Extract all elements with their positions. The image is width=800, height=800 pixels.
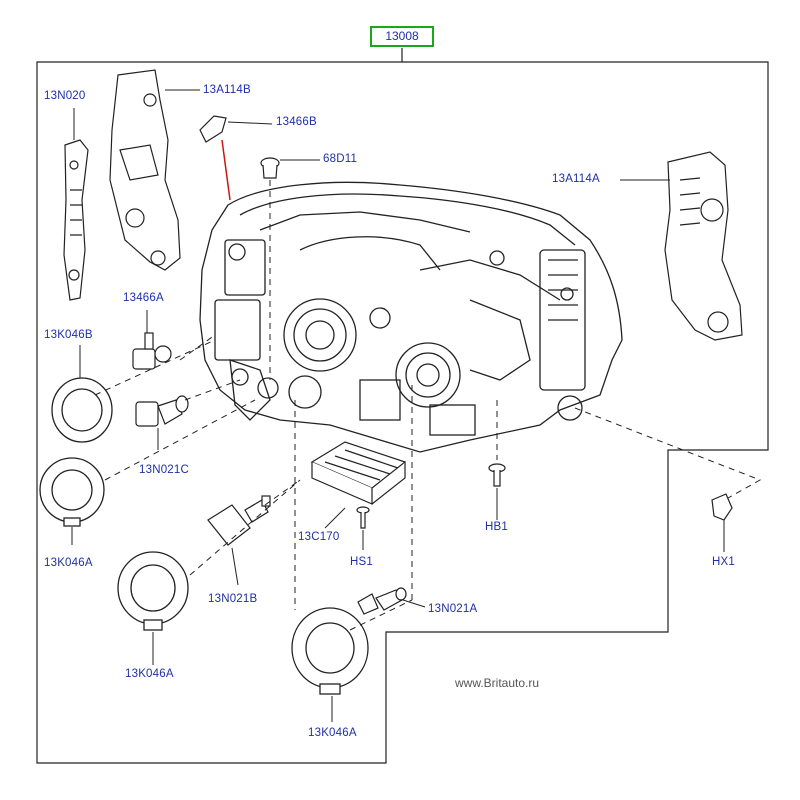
label-13N021A: 13N021A <box>428 603 478 615</box>
headlamp-housing <box>199 181 623 453</box>
part-HS1-screw <box>356 506 370 529</box>
label-13C170: 13C170 <box>298 531 340 543</box>
label-13N021C: 13N021C <box>139 464 189 476</box>
label-13N020: 13N020 <box>44 90 86 102</box>
part-13N021B-bulb <box>207 495 271 546</box>
label-13K046B: 13K046B <box>44 329 93 341</box>
part-68D11-plug <box>260 157 280 179</box>
label-13K046A-1: 13K046A <box>44 557 93 569</box>
label-13466B: 13466B <box>276 116 317 128</box>
label-HX1: HX1 <box>712 556 735 568</box>
part-13C170-module <box>310 441 407 505</box>
label-HS1: HS1 <box>350 556 373 568</box>
part-13N021A-bulb <box>357 587 407 615</box>
label-HB1: HB1 <box>485 521 508 533</box>
headlamp-sockets <box>228 243 461 409</box>
leader-lines <box>71 89 725 722</box>
part-HX1-clip <box>711 493 733 521</box>
label-13A114B: 13A114B <box>203 84 251 96</box>
watermark-text: www.Britauto.ru <box>455 676 540 690</box>
part-13A114B-bracket <box>109 69 181 271</box>
label-13N021B: 13N021B <box>208 593 258 605</box>
part-13K046A-cap-3 <box>291 607 369 695</box>
part-13A114A-bracket <box>664 151 743 341</box>
assembly-frame <box>36 48 769 764</box>
part-13466B-gasket <box>199 115 227 143</box>
part-13K046A-cap-1 <box>39 457 105 527</box>
reference-number-box: 13008 <box>370 26 434 47</box>
part-13N020-strip <box>63 139 89 301</box>
label-13A114A: 13A114A <box>552 173 600 185</box>
label-13K046A-2: 13K046A <box>125 668 174 680</box>
part-13466A-bulb <box>132 332 172 370</box>
label-68D11: 68D11 <box>323 153 358 165</box>
label-13K046A-3: 13K046A <box>308 727 357 739</box>
red-leader-line <box>221 139 231 201</box>
part-13N021C-bulb <box>135 395 189 427</box>
part-13K046A-cap-2 <box>117 551 189 631</box>
label-13466A: 13466A <box>123 292 164 304</box>
dashed-axes <box>94 180 762 631</box>
part-13K046B-cap <box>51 377 113 443</box>
part-HB1-bolt <box>488 463 506 487</box>
